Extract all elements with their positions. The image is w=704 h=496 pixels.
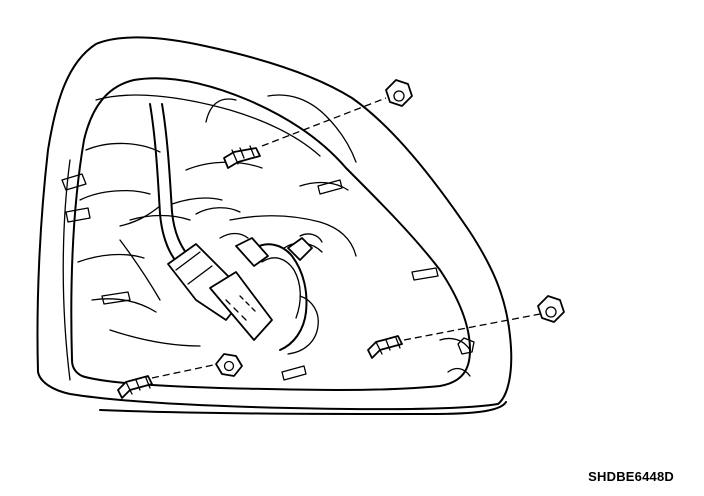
lower-left-alignment-line <box>151 363 219 379</box>
wire-harness <box>119 103 323 355</box>
connector-block <box>167 232 273 341</box>
upper-alignment-line <box>261 97 387 147</box>
right-nut <box>537 295 565 323</box>
upper-bolt <box>223 145 261 169</box>
upper-nut <box>385 79 413 107</box>
lower-stud <box>457 337 475 355</box>
lower-left-nut <box>215 353 243 377</box>
figure-code: SHDBE6448D <box>588 469 674 484</box>
housing-interior-details <box>61 98 471 381</box>
right-bolt <box>367 335 403 359</box>
lower-left-bolt <box>117 375 153 399</box>
housing-outer-shell <box>36 36 513 415</box>
right-alignment-line <box>403 313 541 341</box>
housing-inner-flange <box>70 77 471 391</box>
